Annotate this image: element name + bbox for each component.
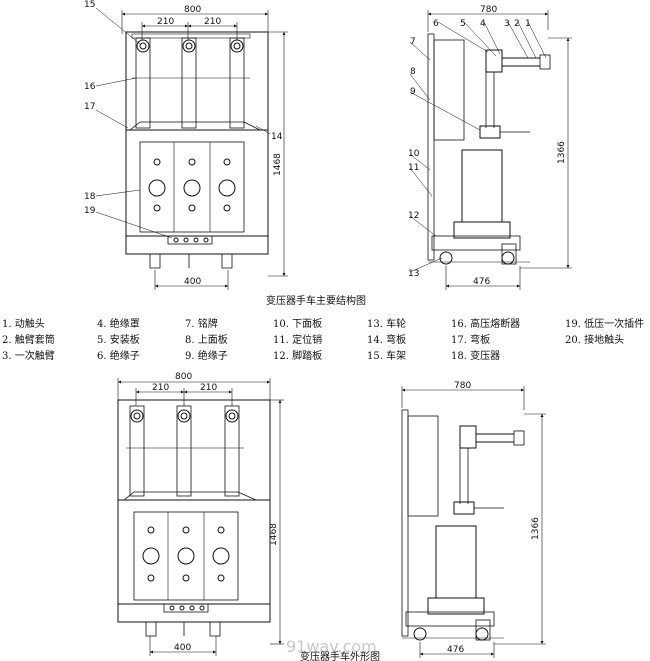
legend-item: 4. 绝缘罩 (97, 317, 140, 330)
callout-1: 1 (525, 19, 531, 29)
legend-item: 16. 高压熔断器 (451, 317, 520, 330)
dim-left-pitch: 210 (157, 17, 174, 27)
dim-total-width: 800 (184, 5, 201, 15)
legend-item: 6. 绝缘子 (97, 349, 140, 362)
dim-height: 1468 (269, 523, 279, 546)
legend-item: 19. 低压一次插件 (565, 317, 644, 330)
legend-item: 15. 车架 (367, 349, 406, 362)
bottom-front-view (117, 378, 284, 656)
dim-side-width: 780 (480, 5, 497, 15)
dim-side-height: 1366 (531, 517, 541, 540)
callout-10: 10 (408, 149, 420, 159)
watermark: 91wav.com (286, 637, 377, 656)
dim-right-pitch: 210 (200, 383, 217, 393)
callout-4: 4 (480, 19, 486, 29)
callout-19: 19 (84, 206, 96, 216)
legend: 1. 动触头 4. 绝缘罩 7. 铭牌 10. 下面板 13. 车轮 16. 高… (2, 317, 644, 362)
callout-12: 12 (408, 211, 419, 221)
callout-6: 6 (433, 19, 439, 29)
legend-item: 1. 动触头 (2, 317, 45, 330)
dim-side-bottom: 476 (447, 645, 464, 655)
legend-item: 7. 铭牌 (185, 317, 218, 330)
callout-17: 17 (84, 102, 95, 112)
dim-left-pitch: 210 (152, 383, 169, 393)
legend-item: 20. 接地触头 (565, 333, 624, 346)
callout-18: 18 (84, 192, 96, 202)
dim-right-pitch: 210 (204, 17, 221, 27)
callout-5: 5 (460, 19, 466, 29)
callout-15: 15 (84, 0, 95, 10)
legend-item: 5. 安装板 (97, 333, 140, 346)
dim-side-height: 1366 (557, 141, 567, 164)
callout-2: 2 (514, 19, 520, 29)
dim-total-width: 800 (175, 372, 192, 382)
callout-16: 16 (84, 82, 96, 92)
legend-item: 8. 上面板 (185, 333, 228, 346)
legend-item: 17. 弯板 (451, 333, 490, 346)
callout-14: 14 (271, 132, 283, 142)
caption-structure: 变压器手车主要结构图 (266, 294, 366, 307)
legend-item: 3. 一次触臂 (2, 349, 55, 362)
callout-9: 9 (410, 87, 416, 97)
dim-bottom: 400 (174, 643, 191, 653)
legend-item: 11. 定位销 (273, 333, 322, 346)
callout-3: 3 (504, 19, 510, 29)
callout-13: 13 (408, 269, 419, 279)
legend-item: 9. 绝缘子 (185, 349, 228, 362)
legend-item: 14. 弯板 (367, 333, 406, 346)
bottom-side-view (401, 386, 546, 658)
dim-height: 1468 (273, 153, 283, 176)
caption-outline: 变压器手车外形图 (300, 650, 380, 661)
legend-item: 10. 下面板 (273, 317, 322, 330)
callout-11: 11 (408, 163, 419, 173)
callout-8: 8 (410, 67, 416, 77)
legend-item: 18. 变压器 (451, 349, 500, 362)
legend-item: 2. 触臂套筒 (2, 333, 55, 346)
top-side-view (409, 10, 572, 290)
legend-item: 12. 脚踏板 (273, 349, 322, 362)
dim-bottom: 400 (184, 277, 201, 287)
legend-item: 13. 车轮 (367, 317, 406, 330)
top-front-view (95, 7, 288, 290)
dim-side-bottom: 476 (473, 277, 490, 287)
callout-7: 7 (410, 37, 416, 47)
dim-side-width: 780 (454, 381, 471, 391)
